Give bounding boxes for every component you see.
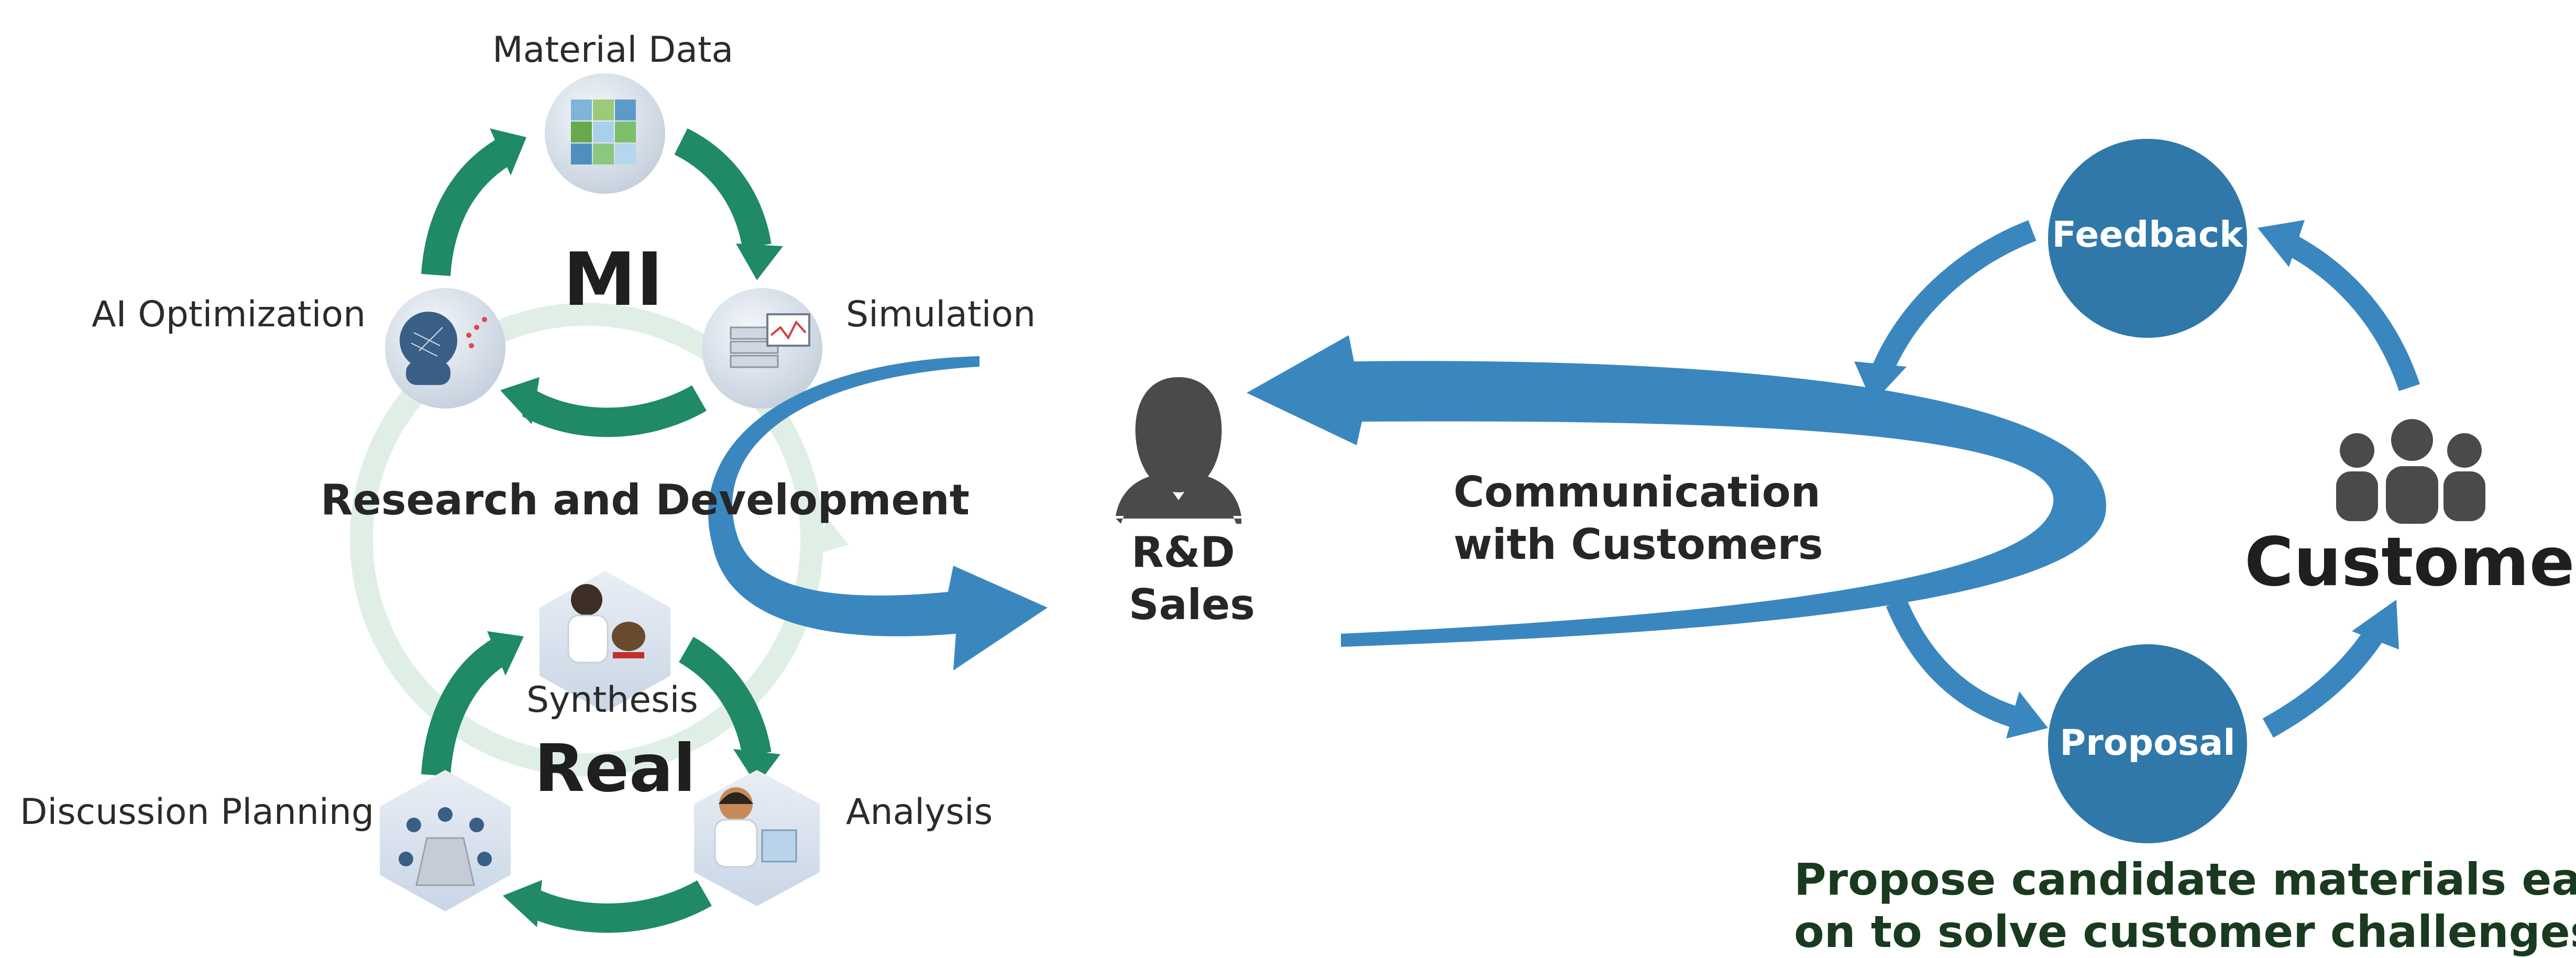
mi-arrow-right-to-left: [522, 385, 707, 437]
research-development-label: Research and Development: [321, 476, 970, 524]
simulation-icon: [702, 288, 822, 409]
analysis-icon: [694, 770, 820, 906]
feedback-label: Feedback: [2052, 214, 2243, 256]
pale-background-ring: [350, 303, 849, 776]
customer-cycle-arrows: [1854, 220, 2420, 739]
mi-title: MI: [563, 237, 664, 323]
feedback-to-down-arrow: [1870, 220, 2036, 379]
communication-label-line1: Communication: [1454, 468, 1821, 516]
mi-arrow-top-to-right: [674, 128, 772, 249]
proposal-label: Proposal: [2060, 722, 2236, 764]
mi-cycle-arrows: [421, 128, 783, 437]
loop-to-proposal-arrow: [1886, 598, 2020, 729]
discussion-planning-icon: [380, 770, 511, 911]
proposal-to-customer-arrow: [2262, 622, 2387, 738]
real-cycle-arrows: [421, 631, 780, 933]
communication-label-line2: with Customers: [1454, 520, 1823, 569]
ai-optimization-icon: [385, 288, 505, 409]
note-line2: on to solve customer challenges: [1794, 906, 2576, 957]
material-data-label: Material Data: [492, 29, 734, 71]
feedback-circle: [2048, 139, 2247, 338]
real-arrow-top-to-right: [678, 636, 772, 757]
real-title: Real: [534, 731, 696, 807]
synthesis-label: Synthesis: [526, 679, 698, 721]
material-data-icon: [545, 73, 665, 194]
simulation-label: Simulation: [846, 294, 1036, 335]
person-icon: [1116, 377, 1241, 524]
real-arrow-left-to-top: [421, 636, 511, 777]
communication-loop-arrows: [708, 335, 2106, 670]
ai-optimization-label: AI Optimization: [92, 294, 366, 335]
discussion-planning-label: Discussion Planning: [20, 791, 375, 833]
synthesis-icon: [540, 571, 670, 712]
real-arrow-right-to-left: [528, 880, 712, 933]
customer-title: Customer: [2244, 523, 2576, 601]
mi-arrow-left-to-top: [421, 136, 516, 277]
note-line1: Propose candidate materials early: [1794, 854, 2576, 905]
sales-label: Sales: [1129, 580, 1255, 629]
customer-to-feedback-arrow: [2278, 231, 2420, 391]
proposal-circle: [2048, 644, 2247, 843]
analysis-label: Analysis: [846, 791, 993, 833]
customer-group-icon: [2336, 419, 2485, 524]
rd-label: R&D: [1131, 528, 1235, 577]
